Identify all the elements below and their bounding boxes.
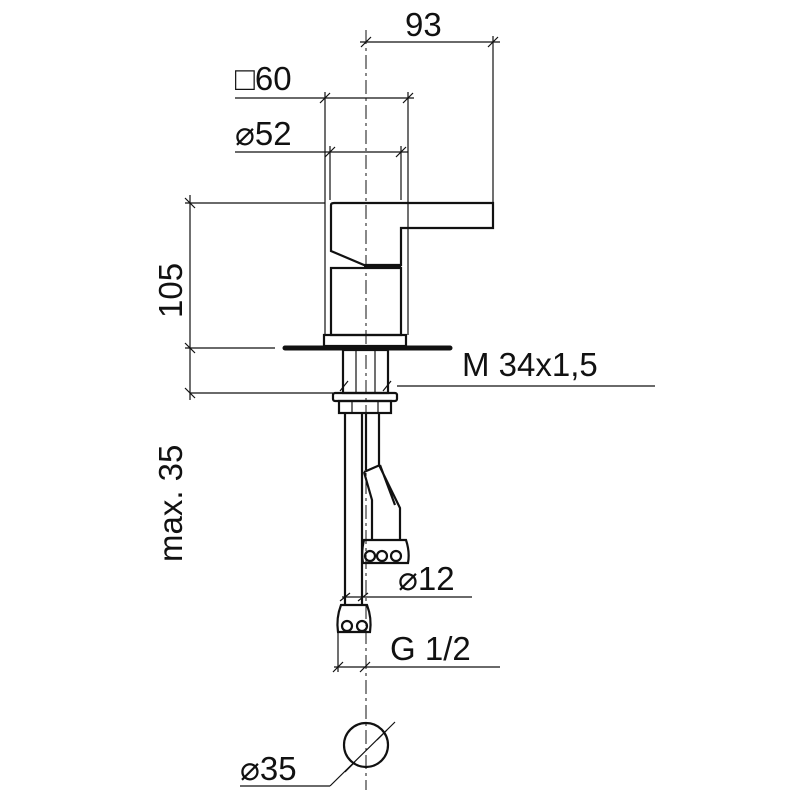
dim-label-thread: M 34x1,5 [462, 346, 598, 383]
dim-label-12: ⌀12 [398, 560, 455, 597]
dim-label-max-35: max. 35 [152, 445, 189, 562]
dimension-thread: M 34x1,5 [190, 346, 655, 394]
dim-label-g-half: G 1/2 [390, 630, 471, 667]
dim-label-93: 93 [405, 6, 442, 43]
dim-label-105: 105 [152, 263, 189, 318]
dimension-square-60: □60 [235, 60, 414, 335]
supply-hoses [336, 413, 410, 634]
dimension-dia-52: ⌀52 [235, 115, 408, 200]
mounting-hole: ⌀35 [240, 721, 396, 787]
mounting-shank [331, 348, 399, 415]
dimension-dia-12: ⌀12 [339, 560, 472, 602]
faucet-body [282, 201, 495, 351]
dimension-93: 93 [360, 6, 500, 203]
dim-label-60: □60 [235, 60, 292, 97]
dimension-105: 105 [152, 195, 325, 355]
dim-label-52: ⌀52 [235, 115, 292, 152]
dim-label-35: ⌀35 [240, 750, 297, 787]
dimension-max-35: max. 35 [152, 355, 196, 562]
dimension-g-half: G 1/2 [332, 630, 500, 673]
